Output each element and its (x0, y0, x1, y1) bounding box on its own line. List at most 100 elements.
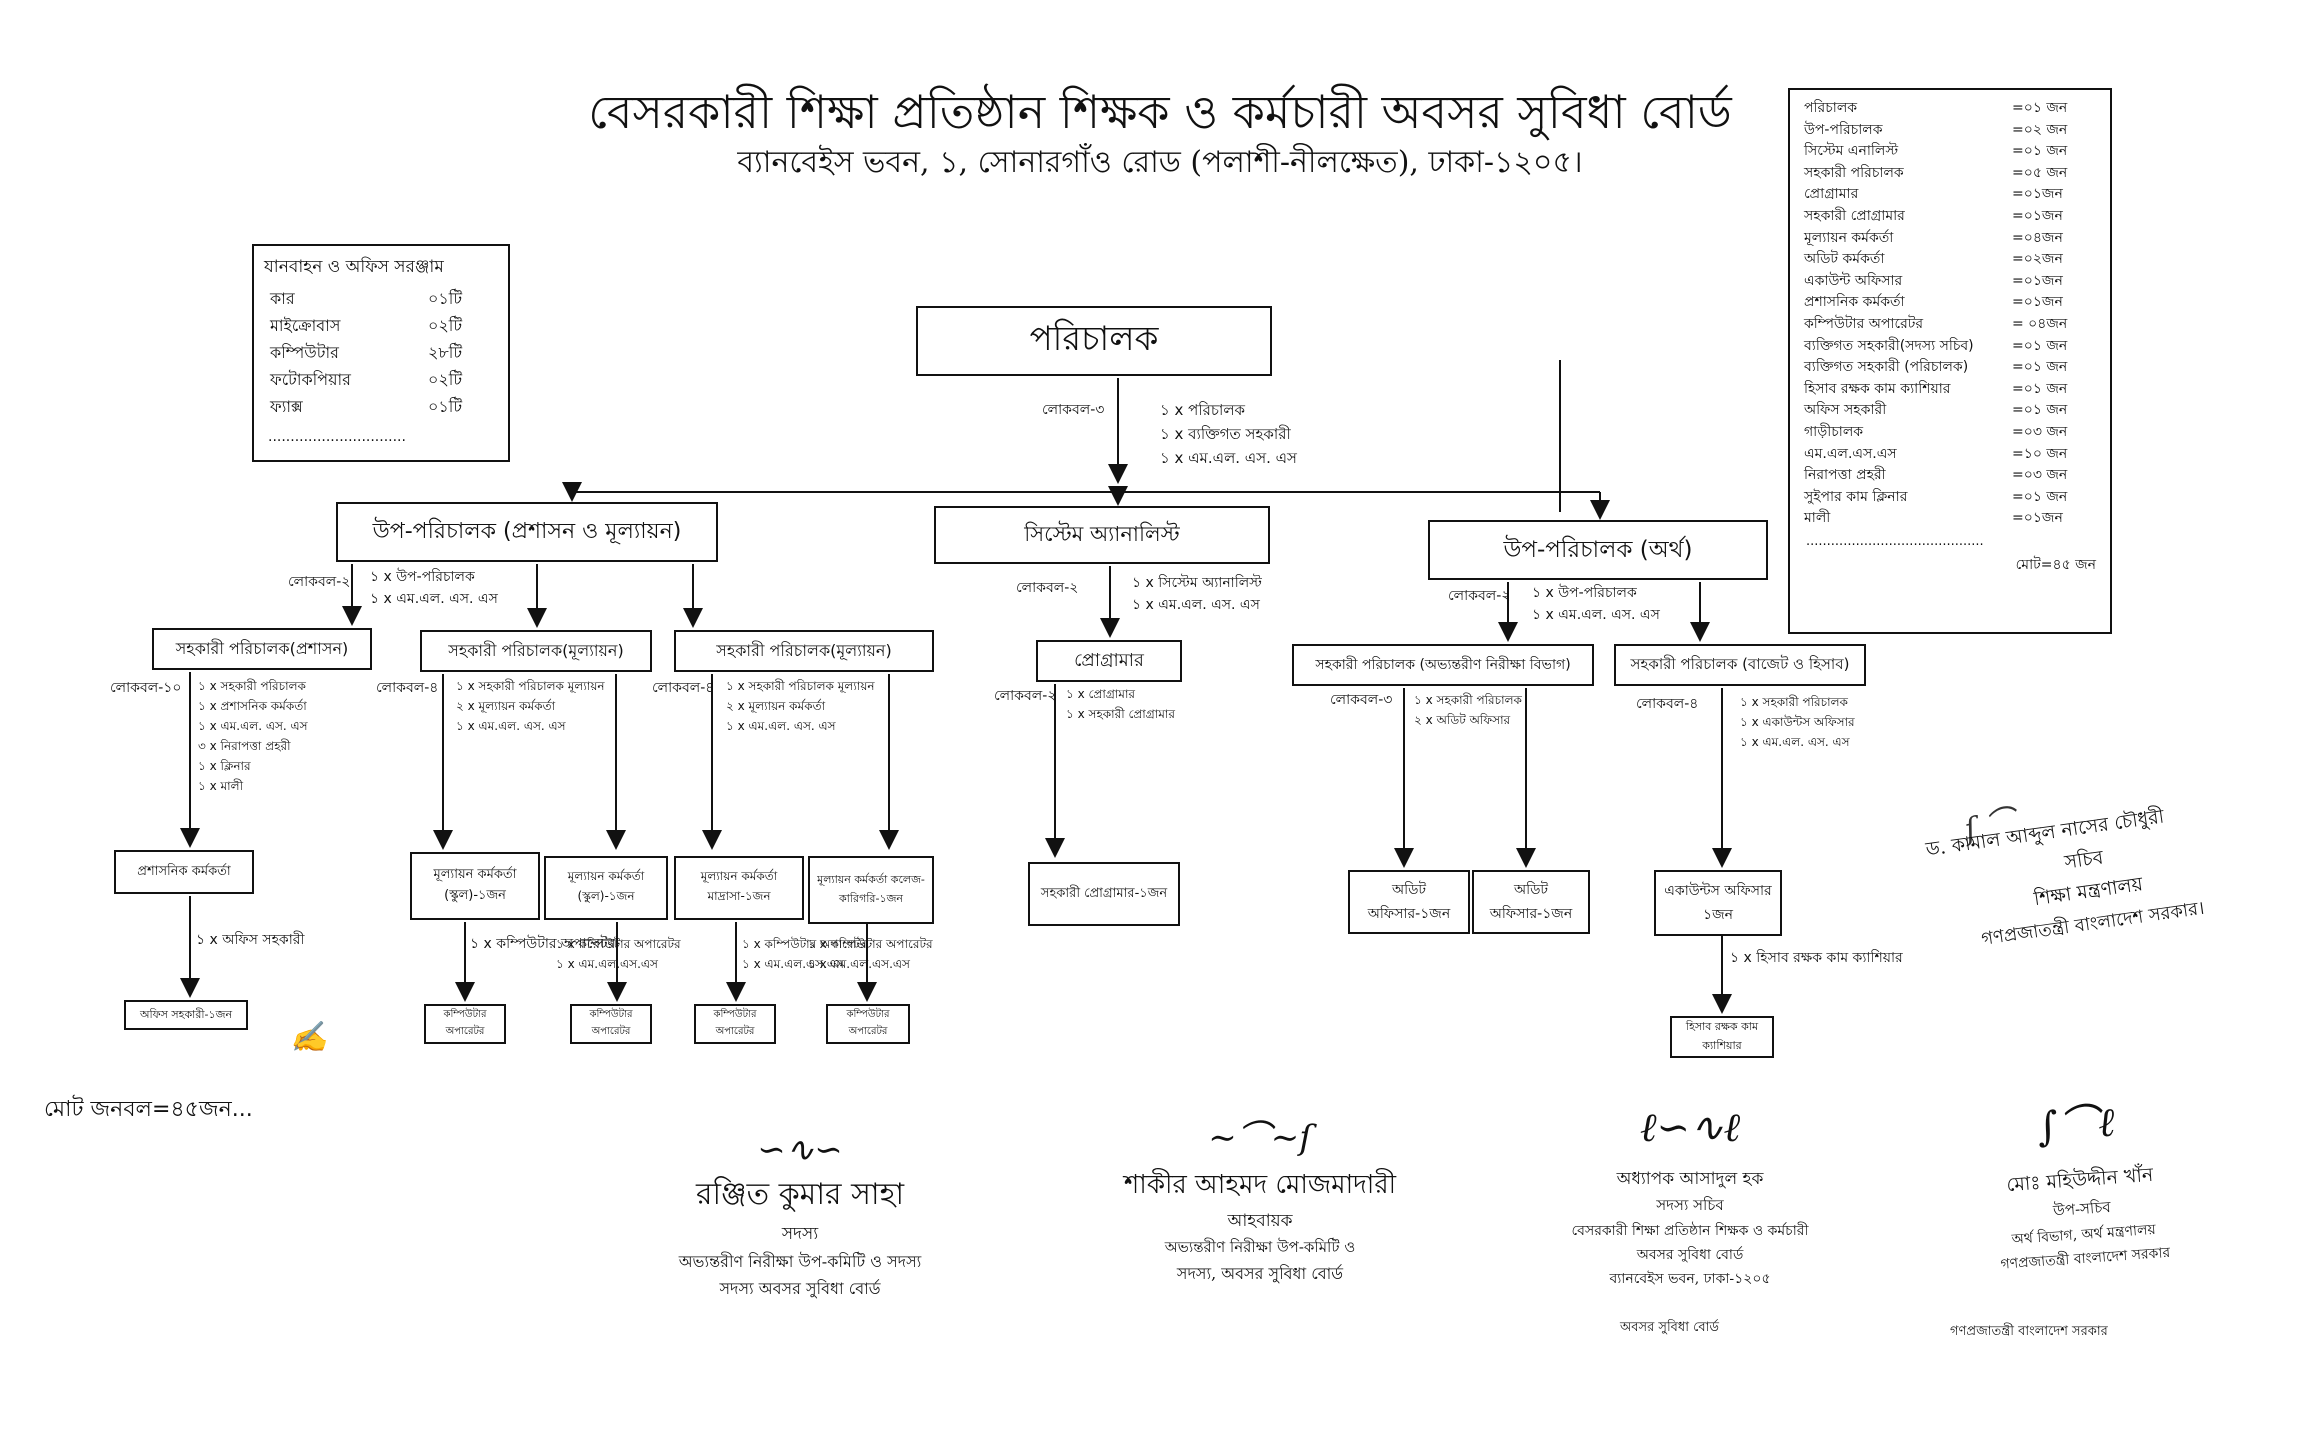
eval-officer-madrasa-box: মূল্যায়ন কর্মকর্তা মাদ্রাসা-১জন (674, 856, 804, 920)
staff-table: পরিচালক=০১ জন উপ-পরিচালক=০২ জন সিস্টেম এ… (1800, 98, 2071, 530)
table-row: ব্যক্তিগত সহকারী(সদস্য সচিব) =০১ জন (1800, 336, 2071, 358)
detail-line: ১ x এম.এল. এস. এস (198, 719, 308, 733)
staff-count: =০১ জন (2012, 143, 2068, 160)
detail-line: ১ x এম.এল. এস. এস (726, 719, 836, 733)
dd-fin-manpower: লোকবল-২ (1448, 588, 1511, 604)
ad-audit-box: সহকারী পরিচালক (অভ্যন্তরীণ নিরীক্ষা বিভা… (1292, 644, 1594, 686)
detail-line: ১ x এম.এল. এস. এস (1132, 597, 1260, 613)
detail-line: ১ x পরিচালক (1160, 401, 1245, 419)
eval-officer-2-details: ১ x কম্পিউটার অপারেটর ১ x এম.এল.এস.এস (556, 934, 681, 974)
staff-count: =০১জন (2012, 294, 2063, 311)
eval-officer-school-2-box: মূল্যায়ন কর্মকর্তা (স্কুল)-১জন (544, 856, 668, 920)
vehicle-qty: ২৮টি (428, 343, 463, 362)
eval-officer-4-details: ১ x কম্পিউটার অপারেটর ১ x এম.এল.এস.এস (808, 934, 933, 974)
detail-line: ১ x সহকারী প্রোগ্রামার (1066, 707, 1175, 721)
eval-officer-1-details: ১ x কম্পিউটার অপারেটর (470, 936, 616, 952)
staff-count: =০৩ জন (2012, 467, 2068, 484)
detail-line: ১ x কম্পিউটার অপারেটর (742, 937, 867, 951)
director-manpower: লোকবল-৩ (1042, 402, 1105, 418)
detail-line: ১ x প্রোগ্রামার (1066, 687, 1136, 701)
staff-count: =০১ জন (2012, 337, 2068, 354)
table-row: গাড়ীচালক=০৩ জন (1800, 422, 2071, 444)
table-row: ব্যক্তিগত সহকারী (পরিচালক)=০১ জন (1800, 357, 2071, 379)
staff-count: = ০৪জন (2012, 315, 2068, 332)
ad-accounts-manpower: লোকবল-৪ (1636, 696, 1699, 712)
system-analyst-box: সিস্টেম অ্যানালিস্ট (934, 506, 1270, 564)
table-row: প্রোগ্রামার=০১জন (1800, 184, 2071, 206)
staff-name: প্রোগ্রামার (1804, 186, 1859, 203)
staff-name: মালী (1804, 510, 1831, 527)
signatory-role: সদস্য (781, 1224, 819, 1244)
staff-name: কম্পিউটার অপারেটর (1804, 315, 1924, 332)
table-row: সিস্টেম এনালিস্ট=০১ জন (1800, 141, 2071, 163)
detail-line: ৩ x নিরাপত্তা প্রহরী (198, 739, 291, 753)
handwritten-note: ✍ (290, 1020, 328, 1055)
staff-count: =১০ জন (2012, 445, 2068, 462)
ad-accounts-details: ১ x সহকারী পরিচালক ১ x একাউন্টস অফিসার ১… (1740, 692, 1855, 752)
staff-count: =০৩ জন (2012, 423, 2068, 440)
staff-count: =০৫ জন (2012, 164, 2068, 181)
staff-total: মোট=৪৫ জন (2015, 556, 2096, 573)
office-assistant-box: অফিস সহকারী-১জন (124, 1000, 248, 1030)
detail-line: ১ x সিস্টেম অ্যানালিস্ট (1132, 575, 1262, 591)
signatory-name: রঞ্জিত কুমার সাহা (695, 1177, 905, 1212)
vehicle-name: ফটোকপিয়ার (270, 370, 351, 389)
director-box: পরিচালক (916, 306, 1272, 376)
table-row: মূল্যায়ন কর্মকর্তা =০৪জন (1800, 228, 2071, 250)
table-row: সুইপার কাম ক্লিনার=০১ জন (1800, 487, 2071, 509)
staff-name: পরিচালক (1804, 100, 1858, 116)
footer-stamp-right: গণপ্রজাতন্ত্রী বাংলাদেশ সরকার (1950, 1324, 2108, 1339)
staff-count: =০১ জন (2012, 402, 2068, 419)
vehicle-qty: ০২টি (428, 316, 463, 335)
computer-operator-box-3: কম্পিউটার অপারেটর (694, 1004, 776, 1044)
staff-name: ব্যক্তিগত সহকারী(সদস্য সচিব) (1804, 337, 1974, 354)
detail-line: ১ x উপ-পরিচালক (1532, 585, 1637, 601)
signatory-role: সদস্য সচিব (1656, 1196, 1724, 1214)
ad-admin-manpower: লোকবল-১০ (110, 680, 182, 696)
detail-line: ১ x সহকারী পরিচালক মূল্যায়ন (456, 679, 605, 693)
staff-count: =০১ জন (2012, 359, 2068, 376)
detail-line: ১ x এম.এল. এস. এস (1740, 735, 1850, 749)
detail-line: ১ x সহকারী পরিচালক (198, 679, 306, 693)
signatory-name: শাকীর আহমদ মোজমাদারী (1123, 1170, 1397, 1200)
detail-line: ১ x এম.এল. এস. এস (1532, 607, 1660, 623)
vehicles-dots: ............................... (268, 429, 406, 445)
signature-block-1: ∽∿∽ রঞ্জিত কুমার সাহা সদস্য অভ্যন্তরীণ ন… (560, 1130, 1040, 1303)
staff-name: হিসাব রক্ষক কাম ক্যাশিয়ার (1804, 380, 1951, 397)
staff-name: নিরাপত্তা প্রহরী (1804, 467, 1886, 484)
detail-line: ১ x এম.এল. এস. এস (1160, 449, 1297, 467)
signatory-extra: সদস্য অবসর সুবিধা বোর্ড (719, 1279, 881, 1298)
footer-stamp-left: অবসর সুবিধা বোর্ড (1620, 1320, 1719, 1335)
ad-eval1-details: ১ x সহকারী পরিচালক মূল্যায়ন ২ x মূল্যায… (456, 676, 605, 736)
detail-line: ১ x ক্লিনার (198, 759, 251, 773)
dd-admin-details: ১ x উপ-পরিচালক ১ x এম.এল. এস. এস (370, 566, 498, 610)
staff-name: একাউন্ট অফিসার (1804, 272, 1903, 289)
dd-admin-box: উপ-পরিচালক (প্রশাসন ও মূল্যায়ন) (336, 502, 718, 562)
vehicle-name: ফ্যাক্স (270, 397, 303, 416)
eval-officer-college-box: মূল্যায়ন কর্মকর্তা কলেজ-কারিগরি-১জন (808, 856, 934, 924)
signatory-extra: বেসরকারী শিক্ষা প্রতিষ্ঠান শিক্ষক ও কর্ম… (1571, 1223, 1809, 1239)
vehicle-qty: ০১টি (428, 397, 463, 416)
table-row: কম্পিউটার অপারেটর = ০৪জন (1800, 314, 2071, 336)
staff-count: =০৪জন (2012, 229, 2063, 246)
ad-admin-box: সহকারী পরিচালক(প্রশাসন) (152, 628, 372, 670)
signature-block-2: ∼⌒∼ſ শাকীর আহমদ মোজমাদারী আহবায়ক অভ্যন্… (1060, 1110, 1460, 1288)
detail-line: ১ x প্রশাসনিক কর্মকর্তা (198, 699, 307, 713)
programmer-details: ১ x প্রোগ্রামার ১ x সহকারী প্রোগ্রামার (1066, 684, 1175, 724)
detail-line: ২ x অডিট অফিসার (1414, 713, 1511, 727)
staff-name: মূল্যায়ন কর্মকর্তা (1804, 229, 1894, 246)
signature-scribble: ∼⌒∼ſ (1208, 1118, 1312, 1158)
vehicle-qty: ০২টি (428, 370, 463, 389)
ad-eval1-box: সহকারী পরিচালক(মূল্যায়ন) (420, 630, 652, 672)
audit-officer-1-box: অডিট অফিসার-১জন (1348, 870, 1470, 934)
staff-count: =০১ জন (2012, 100, 2068, 116)
ad-accounts-box: সহকারী পরিচালক (বাজেট ও হিসাব) (1614, 644, 1866, 686)
programmer-box: প্রোগ্রামার (1036, 640, 1182, 682)
staff-name: সুইপার কাম ক্লিনার (1804, 488, 1908, 505)
vehicle-qty: ০১টি (428, 289, 463, 308)
detail-line: ১ x কম্পিউটার অপারেটর (556, 937, 681, 951)
computer-operator-box-4: কম্পিউটার অপারেটর (826, 1004, 910, 1044)
